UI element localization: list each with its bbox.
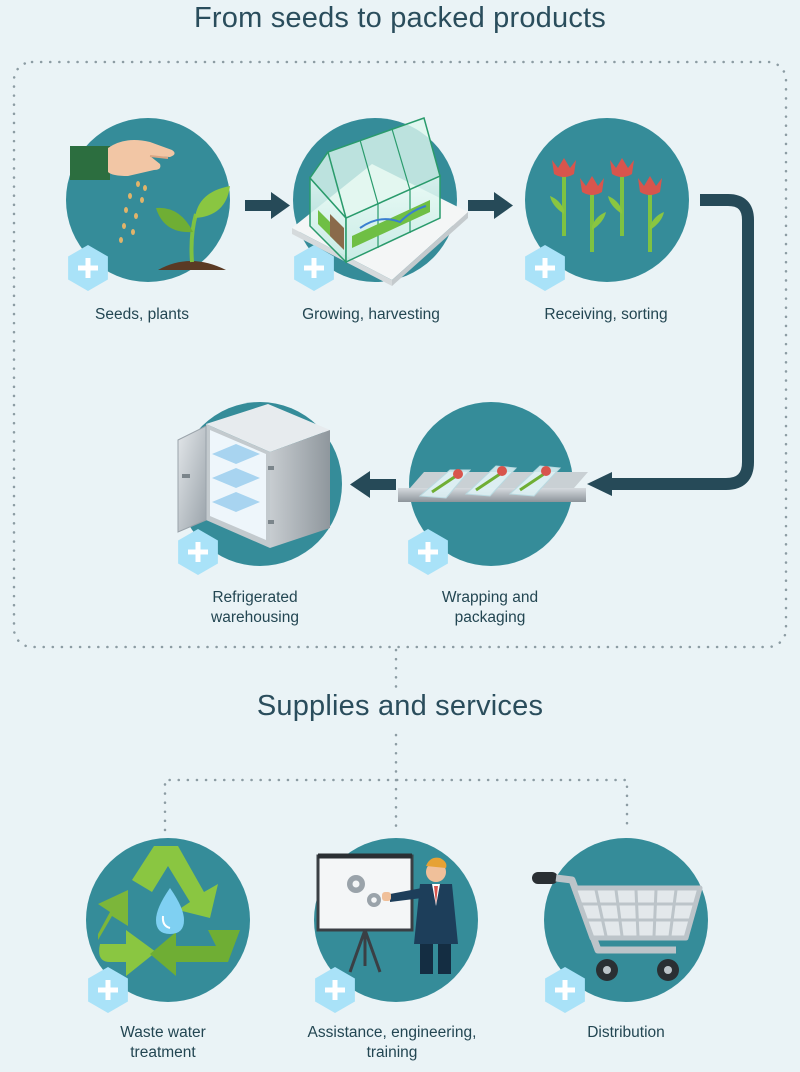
process-frame (12, 60, 788, 649)
recycle-water-drop-icon (98, 846, 240, 976)
arrow-right-icon (468, 192, 513, 219)
stage-label-wrapping: Wrapping and packaging (380, 588, 600, 628)
arrow-left-icon (350, 471, 396, 498)
cold-storage-icon (177, 404, 330, 548)
label-line: Wrapping and (441, 589, 539, 606)
arrow-right-icon (245, 192, 290, 219)
badge-waste-plus-hexagon-icon[interactable] (88, 967, 128, 1013)
connector-lines (163, 648, 629, 832)
badge-receiving-plus-hexagon-icon[interactable] (525, 245, 565, 291)
tulips-icon (550, 158, 664, 252)
label-line: treatment (130, 1044, 196, 1061)
label-line: Refrigerated (212, 589, 298, 606)
seeds-hand-sprout-icon (70, 140, 230, 270)
service-label-waste: Waste water treatment (53, 1023, 273, 1063)
flow-arrows (245, 192, 754, 498)
badge-distribution-plus-hexagon-icon[interactable] (545, 967, 585, 1013)
label-line: packaging (454, 609, 526, 626)
arrow-curve-icon (587, 194, 754, 496)
packaged-flowers-icon (398, 465, 588, 502)
label-line: warehousing (211, 609, 299, 626)
stage-label-seeds: Seeds, plants (95, 306, 189, 323)
badge-seeds-plus-hexagon-icon[interactable] (68, 245, 108, 291)
label-line: Waste water (120, 1024, 206, 1041)
service-label-distribution: Distribution (587, 1024, 665, 1041)
shopping-cart-icon (532, 872, 703, 981)
greenhouse-icon (292, 117, 468, 286)
badge-refrigerated-plus-hexagon-icon[interactable] (178, 529, 218, 575)
stage-label-receiving: Receiving, sorting (544, 306, 668, 323)
label-line: training (366, 1044, 418, 1061)
stage-label-growing: Growing, harvesting (302, 306, 440, 323)
page-title: From seeds to packed products (194, 2, 606, 34)
service-label-assistance: Assistance, engineering, training (282, 1023, 502, 1063)
badge-wrapping-plus-hexagon-icon[interactable] (408, 529, 448, 575)
label-line: Assistance, engineering, (307, 1024, 477, 1041)
stage-label-refrigerated: Refrigerated warehousing (145, 588, 365, 628)
badge-growing-plus-hexagon-icon[interactable] (294, 245, 334, 291)
presenter-board-icon (316, 853, 458, 974)
section-title: Supplies and services (256, 690, 544, 722)
badge-assistance-plus-hexagon-icon[interactable] (315, 967, 355, 1013)
